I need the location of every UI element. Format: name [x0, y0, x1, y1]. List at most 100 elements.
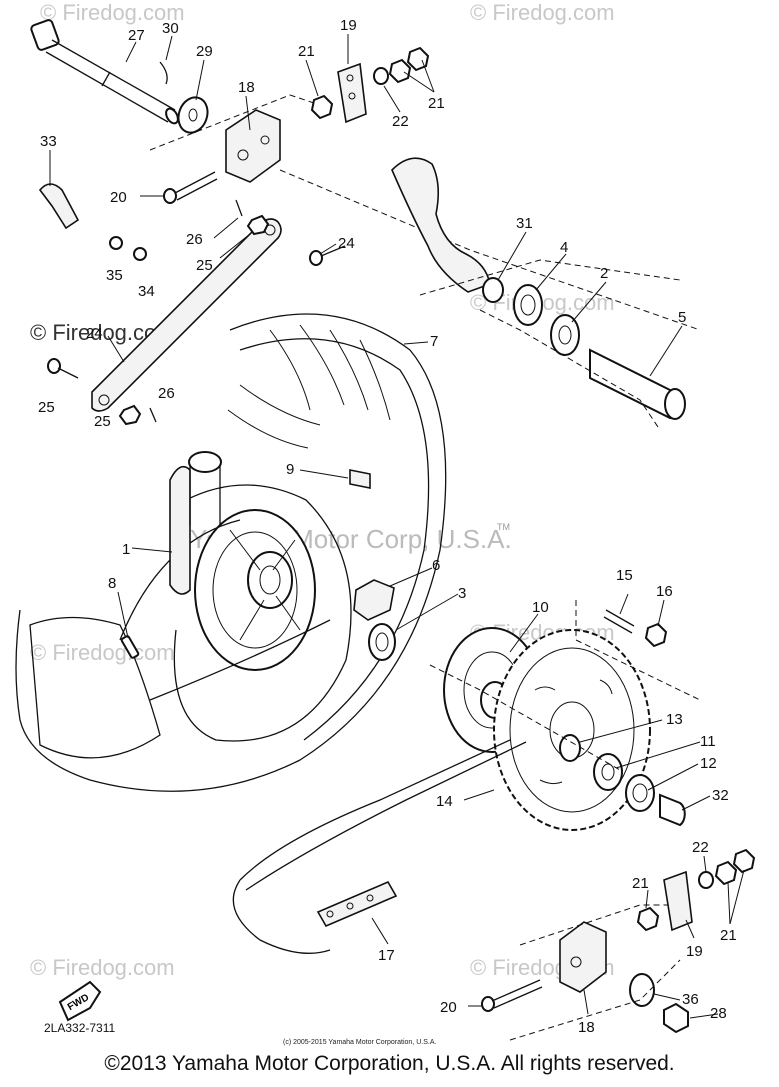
- torque-arm: [91, 218, 282, 412]
- cotter-pin-26-top: [235, 199, 243, 217]
- adjuster-bolt-bottom: [481, 979, 543, 1012]
- bracket-33: [38, 183, 80, 230]
- callout-20-top: 20: [110, 189, 127, 206]
- callout-33: 33: [40, 133, 57, 150]
- footer-copyright: ©2013 Yamaha Motor Corporation, U.S.A. A…: [104, 1052, 675, 1075]
- forward-arrow: FWD: [58, 980, 102, 1022]
- callout-1: 1: [122, 541, 130, 558]
- nut-21-top-a: [388, 58, 412, 84]
- callout-8: 8: [108, 575, 116, 592]
- callout-numbers: 27 30 29 18 19 21 22 21 20 33 26 25 24 3…: [38, 17, 737, 1036]
- cotter-pin-26-bottom: [149, 407, 157, 423]
- oil-seal-12: [625, 774, 655, 812]
- hub-casting: [169, 465, 191, 595]
- damper-6: [353, 579, 395, 621]
- rear-tire: [15, 313, 447, 792]
- callout-24-right: 24: [338, 235, 355, 252]
- callout-10: 10: [532, 599, 549, 616]
- collar-31: [482, 277, 504, 303]
- callout-19-bottom: 19: [686, 943, 703, 960]
- watermark-left: © Firedog.com: [30, 640, 175, 665]
- callout-22-bottom: 22: [692, 839, 709, 856]
- diagram-ref-code: 2LA332-7311: [44, 1021, 116, 1035]
- callout-23: 24: [86, 325, 103, 342]
- callout-18-bottom: 18: [578, 1019, 595, 1036]
- bolt-24-right: [309, 245, 346, 266]
- callout-3: 3: [458, 585, 466, 602]
- caliper-bracket: [391, 157, 491, 293]
- callout-12: 12: [700, 755, 717, 772]
- callout-20-bottom: 20: [440, 999, 457, 1016]
- nut-21-top-b: [406, 46, 430, 72]
- callout-30: 30: [162, 20, 179, 37]
- balance-weight: [349, 469, 371, 489]
- callout-4: 4: [560, 239, 568, 256]
- callout-34: 34: [138, 283, 155, 300]
- callout-27: 27: [128, 27, 145, 44]
- callout-36: 36: [682, 991, 699, 1008]
- callout-2: 2: [600, 265, 608, 282]
- callout-21-top-pair: 21: [428, 95, 445, 112]
- locknut-22-bottom: [698, 871, 714, 889]
- washer-36: [629, 973, 655, 1007]
- callout-16: 16: [656, 583, 673, 600]
- callout-21-bottom-pair: 21: [720, 927, 737, 944]
- callout-21-bottom: 21: [632, 875, 649, 892]
- bolt-34: [133, 247, 147, 261]
- callout-31: 31: [516, 215, 533, 232]
- callout-11: 11: [700, 733, 716, 750]
- rear-axle: [30, 19, 179, 125]
- callout-14: 14: [436, 793, 453, 810]
- chain-puller-top: [225, 109, 281, 183]
- bearing-11: [593, 753, 623, 791]
- callout-7: 7: [430, 333, 438, 350]
- callout-22-top: 22: [392, 113, 409, 130]
- nut-25-top: [246, 214, 270, 236]
- oil-seal-2: [550, 314, 580, 356]
- watermark-bottom-left: © Firedog.com: [30, 955, 175, 980]
- locknut-22-top: [373, 67, 389, 85]
- callout-24-left: 25: [38, 399, 55, 416]
- bearing-3: [368, 623, 396, 661]
- axle-washer: [177, 96, 209, 134]
- callout-32: 32: [712, 787, 729, 804]
- callout-35: 35: [106, 267, 123, 284]
- callout-13: 13: [666, 711, 683, 728]
- bolt-24-left: [47, 358, 79, 379]
- nut-25-bottom: [118, 404, 142, 426]
- callout-26-bottom: 26: [158, 385, 175, 402]
- callout-18-top: 18: [238, 79, 255, 96]
- drive-chain: [232, 739, 527, 954]
- callout-21-top: 21: [298, 43, 315, 60]
- small-copyright: (c) 2005-2015 Yamaha Motor Corporation, …: [283, 1039, 436, 1046]
- adjuster-bolt-top: [163, 171, 218, 204]
- adjuster-plate-bottom: [663, 870, 693, 932]
- valve-stem: [120, 635, 140, 659]
- callout-17: 17: [378, 947, 395, 964]
- callout-29: 29: [196, 43, 213, 60]
- callout-9: 9: [286, 461, 294, 478]
- chain-puller-bottom: [559, 921, 607, 993]
- sprocket-stud: [603, 609, 635, 634]
- leader-lines: [49, 34, 745, 1019]
- tm-mark: TM: [497, 522, 510, 532]
- callout-26-top: 26: [186, 231, 203, 248]
- nut-21-bottom: [636, 906, 660, 932]
- hub-tube: [188, 451, 222, 473]
- bearing-4: [513, 284, 543, 326]
- spacer-5: [589, 348, 686, 420]
- nut-21-bottom-a: [714, 860, 738, 886]
- nut-21-top: [310, 94, 334, 120]
- callout-19-top: 19: [340, 17, 357, 34]
- collar-32: [659, 793, 686, 827]
- watermark-top-right: © Firedog.com: [470, 0, 615, 25]
- sprocket-nut: [644, 622, 668, 648]
- callout-28: 28: [710, 1005, 727, 1022]
- watermark-top-left: © Firedog.com: [40, 0, 185, 25]
- callout-6: 6: [432, 557, 440, 574]
- nut-21-bottom-b: [732, 848, 756, 874]
- collar-13: [559, 734, 581, 762]
- callout-25-top: 25: [196, 257, 213, 274]
- nut-28: [663, 1002, 689, 1034]
